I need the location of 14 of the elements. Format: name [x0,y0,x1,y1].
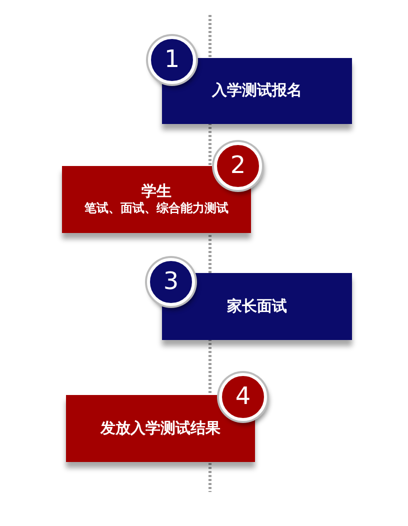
step-number-circle [148,36,196,84]
step-number-circle [214,142,262,190]
step-description: 笔试、面试、综合能力测试 [84,201,228,218]
step-number: 3 [163,266,179,298]
step-number-circle [219,373,267,421]
step-label: 发放入学测试结果 [100,418,220,438]
step-label: 家长面试 [227,296,287,316]
step-box [162,273,352,340]
step-number: 2 [230,150,246,182]
step-label: 入学测试报名 [212,81,302,101]
step-heading: 学生 [142,182,172,202]
step-number: 1 [164,44,180,76]
step-number-circle [147,258,195,306]
step-number: 4 [235,381,251,412]
